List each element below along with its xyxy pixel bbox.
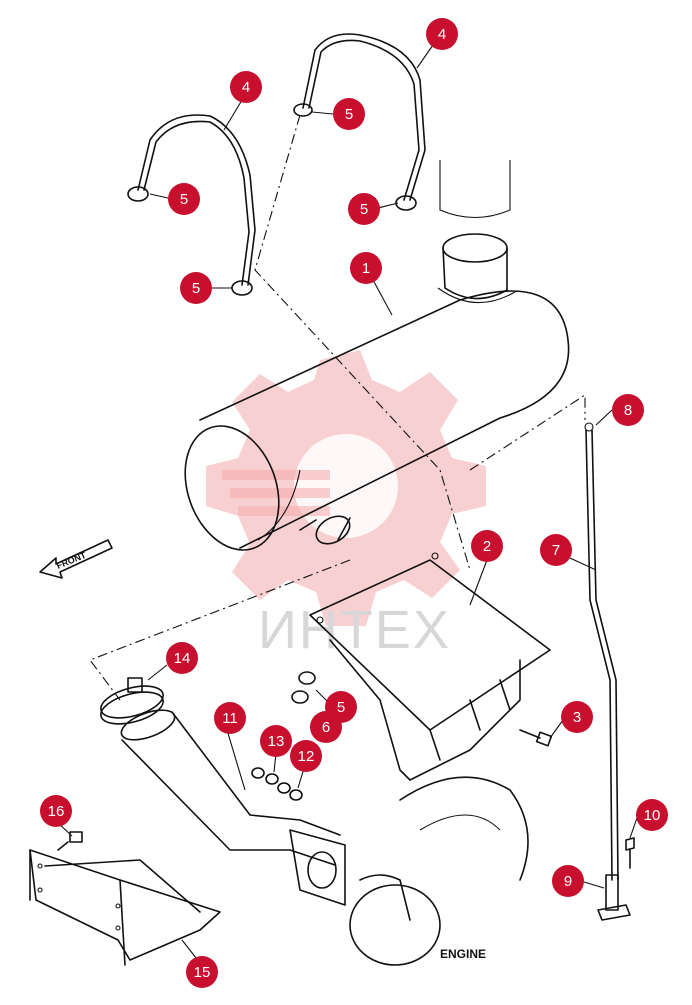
alignment-line <box>254 114 471 571</box>
callout-3[interactable]: 3 <box>561 701 593 733</box>
clamp <box>100 677 164 725</box>
callout-5[interactable]: 5 <box>333 98 365 130</box>
svg-text:15: 15 <box>194 964 211 981</box>
callout-13[interactable]: 13 <box>260 725 292 757</box>
engine-outline <box>349 776 529 966</box>
callout-6[interactable]: 6 <box>310 711 342 743</box>
callout-11[interactable]: 11 <box>214 702 246 734</box>
heat-shield <box>29 849 221 966</box>
rod-base <box>597 874 631 921</box>
svg-text:6: 6 <box>322 719 330 736</box>
u-bolt-right <box>302 33 426 201</box>
svg-text:4: 4 <box>438 26 446 43</box>
svg-text:1: 1 <box>362 260 370 277</box>
washer-icon <box>291 690 309 704</box>
callout-5[interactable]: 5 <box>180 272 212 304</box>
mounting-bracket <box>309 552 551 781</box>
front-label: FRONT <box>55 550 88 571</box>
callout-10[interactable]: 10 <box>636 799 668 831</box>
svg-text:7: 7 <box>552 542 560 559</box>
svg-text:16: 16 <box>48 803 65 820</box>
svg-text:12: 12 <box>298 748 315 765</box>
svg-text:11: 11 <box>222 710 238 727</box>
svg-text:5: 5 <box>180 191 188 208</box>
callout-5[interactable]: 5 <box>348 193 380 225</box>
watermark-gear-icon <box>206 350 486 626</box>
svg-text:2: 2 <box>483 538 491 555</box>
muffler <box>184 160 570 551</box>
callout-9[interactable]: 9 <box>552 865 584 897</box>
svg-text:5: 5 <box>192 280 200 297</box>
svg-text:9: 9 <box>564 873 572 890</box>
callout-5[interactable]: 5 <box>168 183 200 215</box>
svg-text:13: 13 <box>268 733 285 750</box>
callout-2[interactable]: 2 <box>471 530 503 562</box>
nut-icon <box>251 767 265 779</box>
callout-1[interactable]: 1 <box>350 252 382 284</box>
callout-4[interactable]: 4 <box>230 71 262 103</box>
front-arrow-icon: FRONT <box>39 539 113 579</box>
svg-text:10: 10 <box>644 807 661 824</box>
bolt-icon <box>57 831 83 851</box>
callout-14[interactable]: 14 <box>166 642 198 674</box>
svg-text:5: 5 <box>337 699 345 716</box>
callout-4[interactable]: 4 <box>426 18 458 50</box>
svg-text:5: 5 <box>360 201 368 218</box>
bolt-icon <box>519 729 553 747</box>
support-rod <box>584 422 619 881</box>
nut-icon <box>298 671 316 685</box>
svg-text:8: 8 <box>624 402 632 419</box>
washer-icon <box>265 773 279 785</box>
callout-7[interactable]: 7 <box>540 534 572 566</box>
watermark-text: ИНТЕХ <box>258 600 451 660</box>
u-bolt-left <box>137 114 256 286</box>
svg-text:14: 14 <box>174 650 191 667</box>
svg-text:3: 3 <box>573 709 581 726</box>
exhaust-pipe <box>120 709 346 906</box>
svg-text:5: 5 <box>345 106 353 123</box>
washer-icon <box>277 782 291 794</box>
nut-icon <box>289 789 303 801</box>
callout-12[interactable]: 12 <box>290 740 322 772</box>
alignment-line <box>469 393 586 471</box>
svg-text:4: 4 <box>242 79 250 96</box>
callout-16[interactable]: 16 <box>40 795 72 827</box>
bolt-icon <box>625 837 635 869</box>
engine-label: ENGINE <box>440 947 486 961</box>
callout-8[interactable]: 8 <box>612 394 644 426</box>
callout-15[interactable]: 15 <box>186 956 218 988</box>
